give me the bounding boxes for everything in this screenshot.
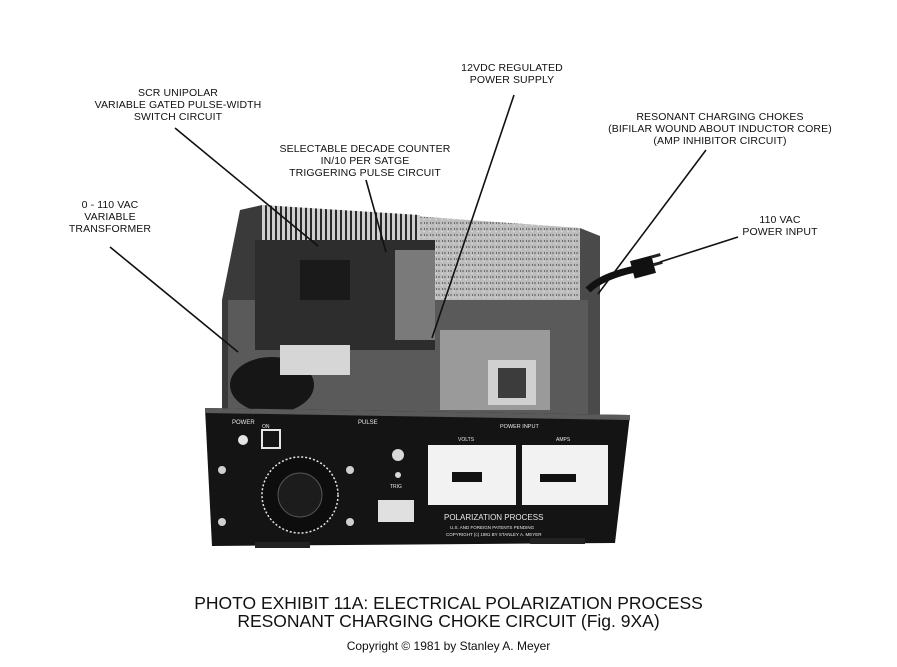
leader-line-regulated	[431, 94, 515, 339]
leader-line-power-input	[659, 236, 739, 263]
copyright-line: Copyright © 1981 by Stanley A. Meyer	[346, 639, 551, 653]
choke-coil-core	[498, 368, 526, 398]
leader-line-counter	[365, 179, 387, 253]
label-line: TRANSFORMER	[68, 223, 152, 235]
label-resonant-chokes: RESONANT CHARGING CHOKES (BIFILAR WOUND …	[600, 111, 840, 147]
leader-line-chokes	[597, 149, 707, 295]
power-toggle	[238, 435, 248, 445]
label-line: (BIFILAR WOUND ABOUT INDUCTOR CORE)	[608, 123, 832, 135]
panel-copyright-line: COPYRIGHT (c) 1981 BY STANLEY A. MEYER	[446, 532, 542, 537]
trig-led	[395, 472, 401, 478]
label-line: TRIGGERING PULSE CIRCUIT	[289, 167, 441, 179]
label-line: SELECTABLE DECADE COUNTER	[279, 143, 451, 155]
label-line: POWER INPUT	[742, 226, 818, 238]
label-line: (AMP INHIBITOR CIRCUIT)	[653, 135, 787, 147]
panel-screw	[218, 466, 226, 474]
panel-pulse-label: PULSE	[358, 420, 378, 426]
amps-meter-window	[540, 474, 576, 482]
foot	[530, 538, 585, 544]
foot	[255, 542, 310, 548]
panel-screw	[346, 518, 354, 526]
label-scr-unipolar: SCR UNIPOLAR VARIABLE GATED PULSE-WIDTH …	[78, 87, 278, 123]
panel-on-label: ON	[262, 424, 270, 430]
panel-volts-label: VOLTS	[458, 437, 475, 443]
label-decade-counter: SELECTABLE DECADE COUNTER IN/10 PER SATG…	[270, 143, 460, 179]
leader-line-transformer	[109, 246, 239, 353]
power-switch	[261, 429, 281, 449]
panel-brand-label: POLARIZATION PROCESS	[444, 513, 543, 522]
label-line: POWER SUPPLY	[469, 74, 555, 86]
label-power-input: 110 VAC POWER INPUT	[730, 214, 830, 238]
label-line: VARIABLE GATED PULSE-WIDTH	[94, 99, 262, 111]
panel-screw	[218, 518, 226, 526]
panel-trig-label: TRIG	[390, 484, 402, 490]
rating-plate	[378, 500, 414, 522]
decade-counter-board	[395, 250, 435, 340]
caption-line-2: RESONANT CHARGING CHOKE CIRCUIT (Fig. 9X…	[237, 611, 660, 631]
leader-line-scr	[174, 127, 319, 247]
transformer-bracket	[280, 345, 350, 375]
pulse-knob	[392, 449, 404, 461]
panel-power-label: POWER	[232, 420, 255, 426]
label-regulated-power-supply: 12VDC REGULATED POWER SUPPLY	[452, 62, 572, 86]
label-line: SWITCH CIRCUIT	[133, 111, 223, 123]
label-line: RESONANT CHARGING CHOKES	[636, 111, 804, 123]
front-panel-top-edge	[205, 408, 630, 420]
caption-line-1: PHOTO EXHIBIT 11A: ELECTRICAL POLARIZATI…	[194, 593, 703, 613]
power-plug	[630, 255, 656, 279]
panel-amps-label: AMPS	[556, 437, 571, 443]
panel-screw	[346, 466, 354, 474]
volts-meter-window	[452, 472, 482, 482]
panel-patent-line: U.S. AND FOREIGN PATENTS PENDING	[450, 525, 535, 530]
label-line: 0 - 110 VAC	[81, 199, 139, 211]
label-line: 12VDC REGULATED	[461, 62, 563, 74]
panel-power-input-label: POWER INPUT	[500, 424, 539, 430]
label-line: IN/10 PER SATGE	[320, 155, 410, 167]
label-line: VARIABLE	[84, 211, 136, 223]
label-line: SCR UNIPOLAR	[138, 87, 218, 99]
label-variable-transformer: 0 - 110 VAC VARIABLE TRANSFORMER	[50, 199, 170, 235]
power-plug-prong	[651, 253, 661, 259]
variac-knob	[277, 472, 323, 518]
scr-module	[300, 260, 350, 300]
label-line: 110 VAC	[759, 214, 801, 226]
